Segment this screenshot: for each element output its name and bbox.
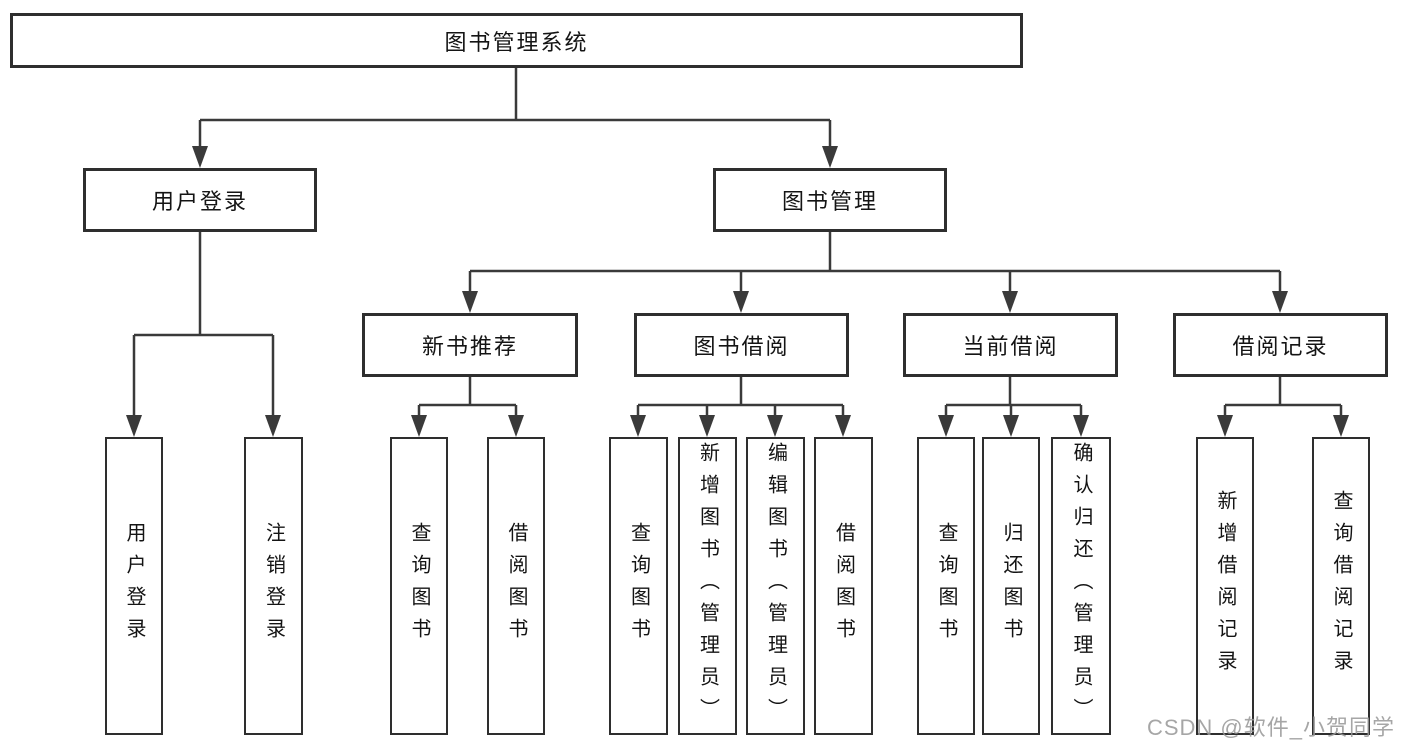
node-book-management: 图书管理 bbox=[713, 168, 947, 232]
leaf-recommend-query-books: 查询图书 bbox=[390, 437, 448, 735]
node-current-borrowing: 当前借阅 bbox=[903, 313, 1118, 377]
leaf-borrowing-add-books-admin-label: 新增图书（管理员） bbox=[696, 442, 719, 730]
leaf-borrowing-borrow-books: 借阅图书 bbox=[814, 437, 873, 735]
leaf-borrowing-query-books-label: 查询图书 bbox=[627, 522, 650, 650]
node-root: 图书管理系统 bbox=[10, 13, 1023, 68]
leaf-current-return-books: 归还图书 bbox=[982, 437, 1040, 735]
node-book-borrowing: 图书借阅 bbox=[634, 313, 849, 377]
arrowhead-leaf-user-login bbox=[126, 415, 142, 437]
connector-current-borrowing-children bbox=[938, 377, 1089, 437]
leaf-borrowing-edit-books-admin: 编辑图书（管理员） bbox=[746, 437, 805, 735]
arrowhead-book-management bbox=[822, 146, 838, 168]
leaf-borrowing-edit-books-admin-label: 编辑图书（管理员） bbox=[764, 442, 787, 730]
node-new-book-recommend: 新书推荐 bbox=[362, 313, 578, 377]
leaf-logout-label: 注销登录 bbox=[262, 522, 285, 650]
leaf-recommend-borrow-books: 借阅图书 bbox=[487, 437, 545, 735]
node-borrow-records: 借阅记录 bbox=[1173, 313, 1388, 377]
leaf-logout: 注销登录 bbox=[244, 437, 303, 735]
node-borrow-records-label: 借阅记录 bbox=[1232, 334, 1329, 359]
node-root-label: 图书管理系统 bbox=[444, 29, 589, 55]
arrowhead-book-borrowing bbox=[733, 291, 749, 313]
leaf-recommend-borrow-books-label: 借阅图书 bbox=[505, 522, 527, 650]
leaf-recommend-query-books-label: 查询图书 bbox=[408, 522, 430, 650]
node-user-login: 用户登录 bbox=[83, 168, 317, 232]
leaf-records-add-record-label: 新增借阅记录 bbox=[1214, 490, 1236, 682]
leaf-current-query-books: 查询图书 bbox=[917, 437, 975, 735]
connector-root-to-level2 bbox=[192, 68, 838, 168]
leaf-borrowing-query-books: 查询图书 bbox=[609, 437, 668, 735]
arrowhead-user-login bbox=[192, 146, 208, 168]
node-book-management-label: 图书管理 bbox=[781, 189, 878, 214]
connector-borrow-records-children bbox=[1217, 377, 1349, 437]
leaf-records-query-record: 查询借阅记录 bbox=[1312, 437, 1370, 735]
node-book-borrowing-label: 图书借阅 bbox=[693, 334, 790, 359]
leaf-current-confirm-return-admin: 确认归还（管理员） bbox=[1051, 437, 1111, 735]
leaf-borrowing-add-books-admin: 新增图书（管理员） bbox=[678, 437, 737, 735]
node-user-login-label: 用户登录 bbox=[151, 189, 248, 214]
arrowhead-leaf-logout bbox=[265, 415, 281, 437]
leaf-user-login: 用户登录 bbox=[105, 437, 163, 735]
node-new-book-recommend-label: 新书推荐 bbox=[421, 334, 518, 359]
connector-user-login-children bbox=[126, 232, 281, 437]
leaf-user-login-label: 用户登录 bbox=[123, 522, 145, 650]
arrowhead-new-book-recommend bbox=[462, 291, 478, 313]
leaf-current-confirm-return-admin-label: 确认归还（管理员） bbox=[1070, 442, 1092, 730]
arrowhead-borrow-records bbox=[1272, 291, 1288, 313]
leaf-records-query-record-label: 查询借阅记录 bbox=[1330, 490, 1352, 682]
leaf-records-add-record: 新增借阅记录 bbox=[1196, 437, 1254, 735]
arrowhead-current-borrowing bbox=[1002, 291, 1018, 313]
connector-new-book-recommend-children bbox=[411, 377, 524, 437]
connector-book-borrowing-children bbox=[630, 377, 851, 437]
connector-book-management-children bbox=[462, 232, 1288, 313]
leaf-current-return-books-label: 归还图书 bbox=[1000, 522, 1022, 650]
leaf-current-query-books-label: 查询图书 bbox=[935, 522, 957, 650]
node-current-borrowing-label: 当前借阅 bbox=[962, 334, 1059, 359]
leaf-borrowing-borrow-books-label: 借阅图书 bbox=[832, 522, 855, 650]
